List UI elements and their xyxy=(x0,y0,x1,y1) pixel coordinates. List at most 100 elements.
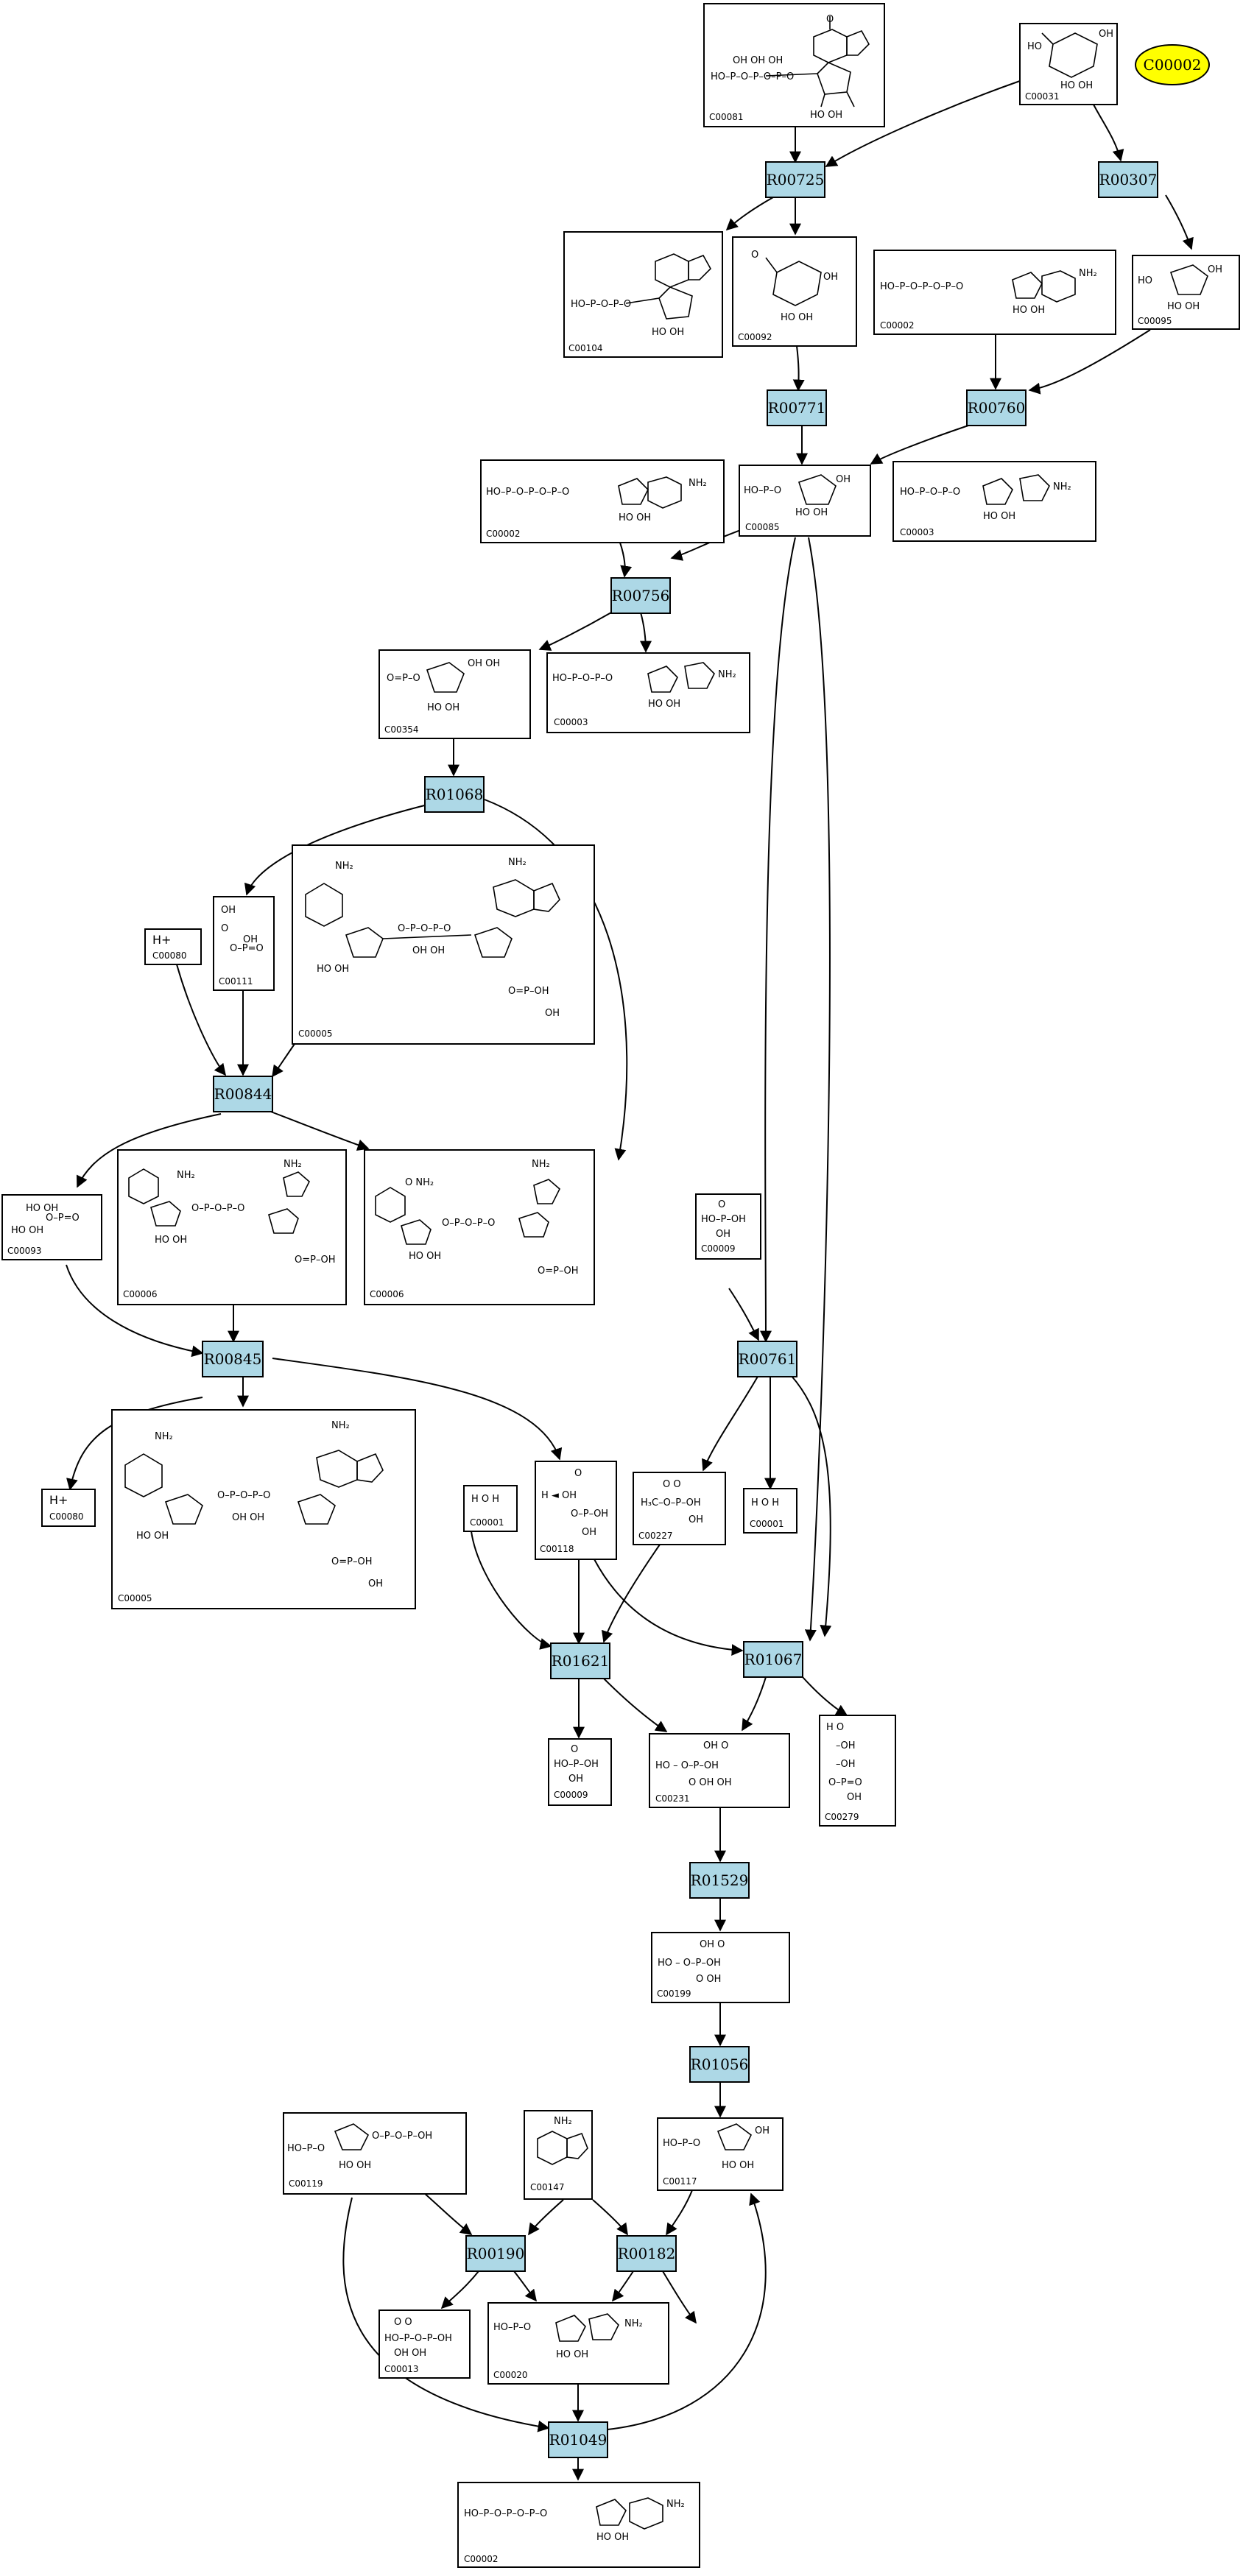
compound-node[interactable]: HO–P–O–P–O HO OH C00104 xyxy=(563,231,723,358)
reactions: R00725 R00307 R00771 R00760 R00756 R0106… xyxy=(202,161,1158,2458)
structure-text: –OH xyxy=(836,1759,856,1770)
compound-node[interactable]: O=P–O OH OH HO OH C00354 xyxy=(378,649,531,739)
reaction-box xyxy=(465,2235,526,2272)
edge xyxy=(870,425,969,465)
reaction-node[interactable]: R00756 xyxy=(610,577,671,614)
edge xyxy=(612,2270,634,2302)
structure-drawing xyxy=(765,16,870,107)
structure-drawing xyxy=(1012,270,1076,303)
edge xyxy=(728,1288,759,1341)
compound-node[interactable]: NH₂ O–P–O–P–O OH OH NH₂ HO OH O=P–OH OH … xyxy=(292,844,595,1045)
compound-box xyxy=(563,231,723,358)
compound-node[interactable]: O HO–P–OH OH C00009 xyxy=(695,1193,761,1260)
structure-text: HO OH xyxy=(722,2160,754,2171)
structure-text: HO OH xyxy=(596,2532,629,2543)
compound-node[interactable]: HO–P–O–P–O NH₂ HO OH C00003 xyxy=(546,652,750,733)
compound-node[interactable]: HO–P–O OH HO OH C00117 xyxy=(657,2117,784,2191)
reaction-node[interactable]: R00760 xyxy=(966,389,1027,426)
structure-drawing xyxy=(537,2131,588,2165)
compound-node[interactable]: O H ◄ OH O–P–OH OH C00118 xyxy=(535,1461,617,1560)
structure-text: OH OH xyxy=(468,658,500,669)
structure-text: HO–P–OH xyxy=(554,1759,599,1770)
reaction-box xyxy=(1098,161,1158,198)
compound-box xyxy=(732,236,857,347)
compound-node[interactable]: HO–P–O–P–O NH₂ HO OH C00003 xyxy=(892,461,1096,542)
structure-text: O xyxy=(751,250,758,261)
edge xyxy=(440,2270,479,2309)
structure-text: O xyxy=(718,1199,725,1210)
reaction-node[interactable]: R00844 xyxy=(213,1076,273,1112)
compound-node[interactable]: O O HO–P–O–P–OH OH OH C00013 xyxy=(378,2309,471,2379)
compound-node[interactable]: O O H₃C–O–P–OH OH C00227 xyxy=(633,1472,726,1545)
compound-node[interactable]: O OH HO OH C00092 xyxy=(732,236,857,347)
edge xyxy=(603,1678,668,1732)
reaction-box xyxy=(689,1862,750,1899)
compound-node[interactable]: OH O HO – O–P–OH O OH C00199 xyxy=(651,1932,790,2003)
reaction-node[interactable]: R00307 xyxy=(1098,161,1158,198)
compound-id: C00093 xyxy=(7,1246,42,1256)
compound-node[interactable]: HO–P–O NH₂ HO OH C00020 xyxy=(487,2302,669,2385)
edge xyxy=(244,793,476,896)
compound-node[interactable]: OH O HO – O–P–OH O OH OH C00231 xyxy=(649,1733,790,1808)
reaction-node[interactable]: R00761 xyxy=(737,1341,797,1377)
compound-node[interactable]: HO–P–O OH HO OH C00085 xyxy=(739,465,871,537)
compound-node[interactable]: H O H C00001 xyxy=(463,1485,518,1532)
reaction-node[interactable]: R01067 xyxy=(743,1641,803,1678)
compound-node[interactable]: HO OH HO OH C00095 xyxy=(1132,255,1240,330)
compound-node[interactable]: H+ C00080 xyxy=(144,928,202,965)
reaction-node[interactable]: R00845 xyxy=(202,1341,264,1377)
compound-node[interactable]: O NH₂ O–P–O–P–O NH₂ HO OH O=P–OH C00006 xyxy=(364,1149,595,1305)
compound-id: C00080 xyxy=(49,1511,84,1522)
reaction-node[interactable]: R00771 xyxy=(767,389,827,426)
compound-id: C00118 xyxy=(540,1544,574,1554)
compound-node[interactable]: NH₂ C00147 xyxy=(524,2110,593,2200)
highlight-node[interactable]: C00002 xyxy=(1135,44,1210,85)
compound-box xyxy=(743,1488,797,1534)
reaction-box xyxy=(616,2235,677,2272)
reaction-node[interactable]: R01529 xyxy=(689,1862,750,1899)
compound-node[interactable]: HO–P–O–P–O–P–O NH₂ HO OH C00002 xyxy=(457,2482,700,2568)
compound-box xyxy=(651,1932,790,2003)
structure-text: HO xyxy=(1027,41,1042,52)
structure-text: O–P=O xyxy=(828,1777,862,1788)
compound-node[interactable]: OH O O–P=O OH C00111 xyxy=(213,896,275,991)
reaction-node[interactable]: R00190 xyxy=(465,2235,526,2272)
compound-id: C00001 xyxy=(470,1517,504,1528)
structure-text: HO–P–O–P–O–P–O xyxy=(464,2508,547,2519)
compound-node[interactable]: HO–P–O–P–O–P–O NH₂ HO OH C00002 xyxy=(873,250,1116,335)
compound-node[interactable]: HO–P–O–P–O–P–O NH₂ HO OH C00002 xyxy=(480,459,725,543)
reaction-node[interactable]: R00725 xyxy=(765,161,825,198)
compound-node[interactable]: HO–P–O O–P–O–P–OH HO OH C00119 xyxy=(283,2112,467,2195)
compound-id: C00002 xyxy=(464,2554,499,2564)
compound-node[interactable]: NH₂ O–P–O–P–O OH OH NH₂ HO OH O=P–OH OH … xyxy=(111,1409,416,1609)
reaction-box xyxy=(689,2046,750,2083)
reaction-node[interactable]: R01056 xyxy=(689,2046,750,2083)
reaction-node[interactable]: R01068 xyxy=(424,776,485,813)
structure-text: H O xyxy=(826,1722,844,1733)
compound-node[interactable]: H O –OH –OH O–P=O OH C00279 xyxy=(819,1715,896,1827)
proton-label: H+ xyxy=(49,1493,68,1507)
reaction-node[interactable]: R00182 xyxy=(616,2235,677,2272)
structure-text: HO–P–O xyxy=(744,485,781,496)
reaction-node[interactable]: R01621 xyxy=(550,1642,610,1679)
compound-node[interactable]: HO OH O–P=O HO OH C00093 xyxy=(1,1194,102,1260)
structure-text: NH₂ xyxy=(155,1431,173,1442)
structure-text: HO–P–OH xyxy=(701,1214,746,1225)
reaction-node[interactable]: R01049 xyxy=(548,2421,608,2458)
highlight-ellipse xyxy=(1135,44,1210,85)
edge xyxy=(804,537,831,1642)
structure-text: HO OH xyxy=(781,312,813,323)
structure-drawing xyxy=(426,662,465,693)
structure-text: HO OH xyxy=(136,1531,169,1542)
structure-text: O–P–O–P–O xyxy=(398,923,451,934)
compound-node[interactable]: H+ C00080 xyxy=(41,1489,96,1527)
compound-node[interactable]: O HO–P–OH OH C00009 xyxy=(548,1738,612,1806)
structure-text: O=P–OH xyxy=(538,1266,578,1277)
structure-text: NH₂ xyxy=(1053,481,1071,493)
compound-node[interactable]: O HO–P–O–P–O–P–O OH OH OH HO OH C00081 xyxy=(703,3,885,127)
compound-box xyxy=(480,459,725,543)
compound-node[interactable]: H O H C00001 xyxy=(743,1488,797,1534)
structure-text: HO OH xyxy=(1013,305,1045,316)
compound-node[interactable]: HO OH HO OH C00031 xyxy=(1019,23,1118,105)
compound-node[interactable]: NH₂ O–P–O–P–O NH₂ HO OH O=P–OH C00006 xyxy=(117,1149,347,1305)
